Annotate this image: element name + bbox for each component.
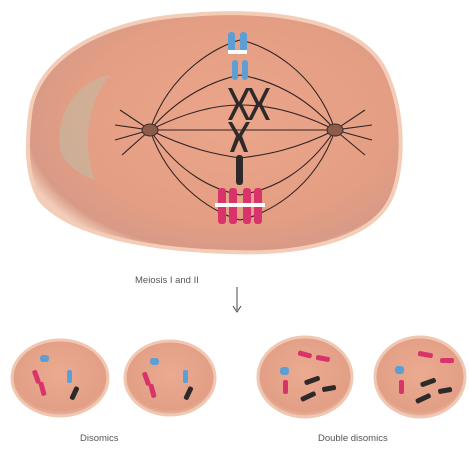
daughter-cell-3	[258, 337, 352, 417]
metaphase-cell	[28, 13, 401, 252]
right-outcome-label: Double disomics	[318, 433, 388, 444]
blue-chromosome	[395, 366, 404, 374]
blue-chromosome	[67, 370, 72, 383]
left-centrosome	[142, 124, 158, 136]
daughter-cell-4	[375, 337, 465, 417]
blue-chromosome	[40, 355, 49, 362]
left-outcome-label: Disomics	[80, 433, 119, 444]
right-centrosome	[327, 124, 343, 136]
daughter-cell-2	[125, 341, 215, 415]
daughter-cell-1	[12, 340, 108, 416]
blue-chromosome	[183, 370, 188, 383]
red-chromosome	[399, 380, 404, 394]
blue-chromosome	[150, 358, 159, 365]
blue-chromosome	[280, 367, 289, 375]
down-arrow	[233, 287, 241, 312]
red-chromosome	[283, 380, 288, 394]
process-label: Meiosis I and II	[135, 275, 199, 286]
red-chromosome	[440, 358, 454, 363]
